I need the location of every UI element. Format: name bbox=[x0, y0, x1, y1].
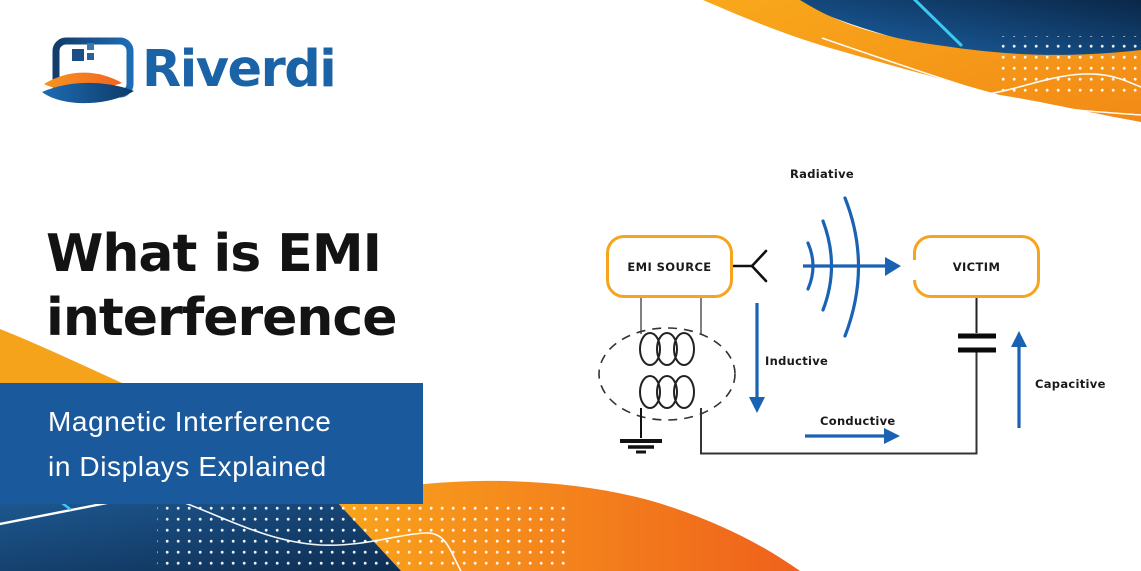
conductive-wire bbox=[700, 352, 978, 455]
display-wave-icon bbox=[42, 37, 134, 104]
emi-source-label: EMI SOURCE bbox=[627, 259, 712, 274]
ground-icon bbox=[620, 408, 662, 454]
white-wave-line-1 bbox=[821, 37, 1141, 116]
victim-border-gap bbox=[913, 260, 917, 280]
dot-grid-top-right bbox=[995, 36, 1141, 93]
navy-wave-shape bbox=[790, 0, 1141, 64]
antenna-icon bbox=[731, 249, 768, 283]
pixel-squares bbox=[72, 43, 94, 61]
navy-corner-shape bbox=[0, 503, 445, 571]
capacitor-icon bbox=[958, 333, 996, 353]
radio-waves-icon bbox=[806, 196, 861, 338]
source-wires bbox=[640, 298, 702, 334]
victim-node: VICTIM bbox=[913, 235, 1040, 298]
white-wave-line-2 bbox=[967, 73, 1141, 98]
radiative-arrow-icon bbox=[803, 257, 901, 276]
victim-label: VICTIM bbox=[952, 259, 1001, 274]
conductive-arrow-icon bbox=[805, 428, 900, 444]
capacitive-arrow-icon bbox=[1011, 331, 1027, 428]
radiative-label: Radiative bbox=[790, 167, 854, 181]
conductive-label: Conductive bbox=[820, 414, 896, 428]
logo-blue-wave bbox=[42, 82, 134, 104]
transformer-coils-icon bbox=[598, 327, 736, 421]
orange-wave-shape bbox=[703, 0, 1141, 122]
title-line-1: What is EMI bbox=[46, 224, 382, 284]
white-wave-line-3 bbox=[184, 502, 462, 571]
brand-name: Riverdi bbox=[142, 40, 337, 99]
dot-grid-bottom-left bbox=[157, 505, 567, 571]
top-right-wave-decoration bbox=[703, 0, 1141, 122]
subtitle-box: Magnetic Interference in Displays Explai… bbox=[0, 383, 423, 504]
cyan-accent-line bbox=[912, 0, 963, 47]
subtitle-line-2: in Displays Explained bbox=[48, 450, 327, 482]
page-title: What is EMI interference bbox=[46, 222, 398, 350]
brand-logo: Riverdi bbox=[42, 36, 337, 112]
emi-source-node: EMI SOURCE bbox=[606, 235, 733, 298]
title-line-2: interference bbox=[46, 288, 398, 348]
inductive-label: Inductive bbox=[765, 354, 829, 368]
white-accent-line bbox=[0, 500, 114, 526]
subtitle-line-1: Magnetic Interference bbox=[48, 405, 332, 437]
inductive-arrow-icon bbox=[749, 303, 765, 413]
capacitive-label: Capacitive bbox=[1035, 377, 1106, 391]
